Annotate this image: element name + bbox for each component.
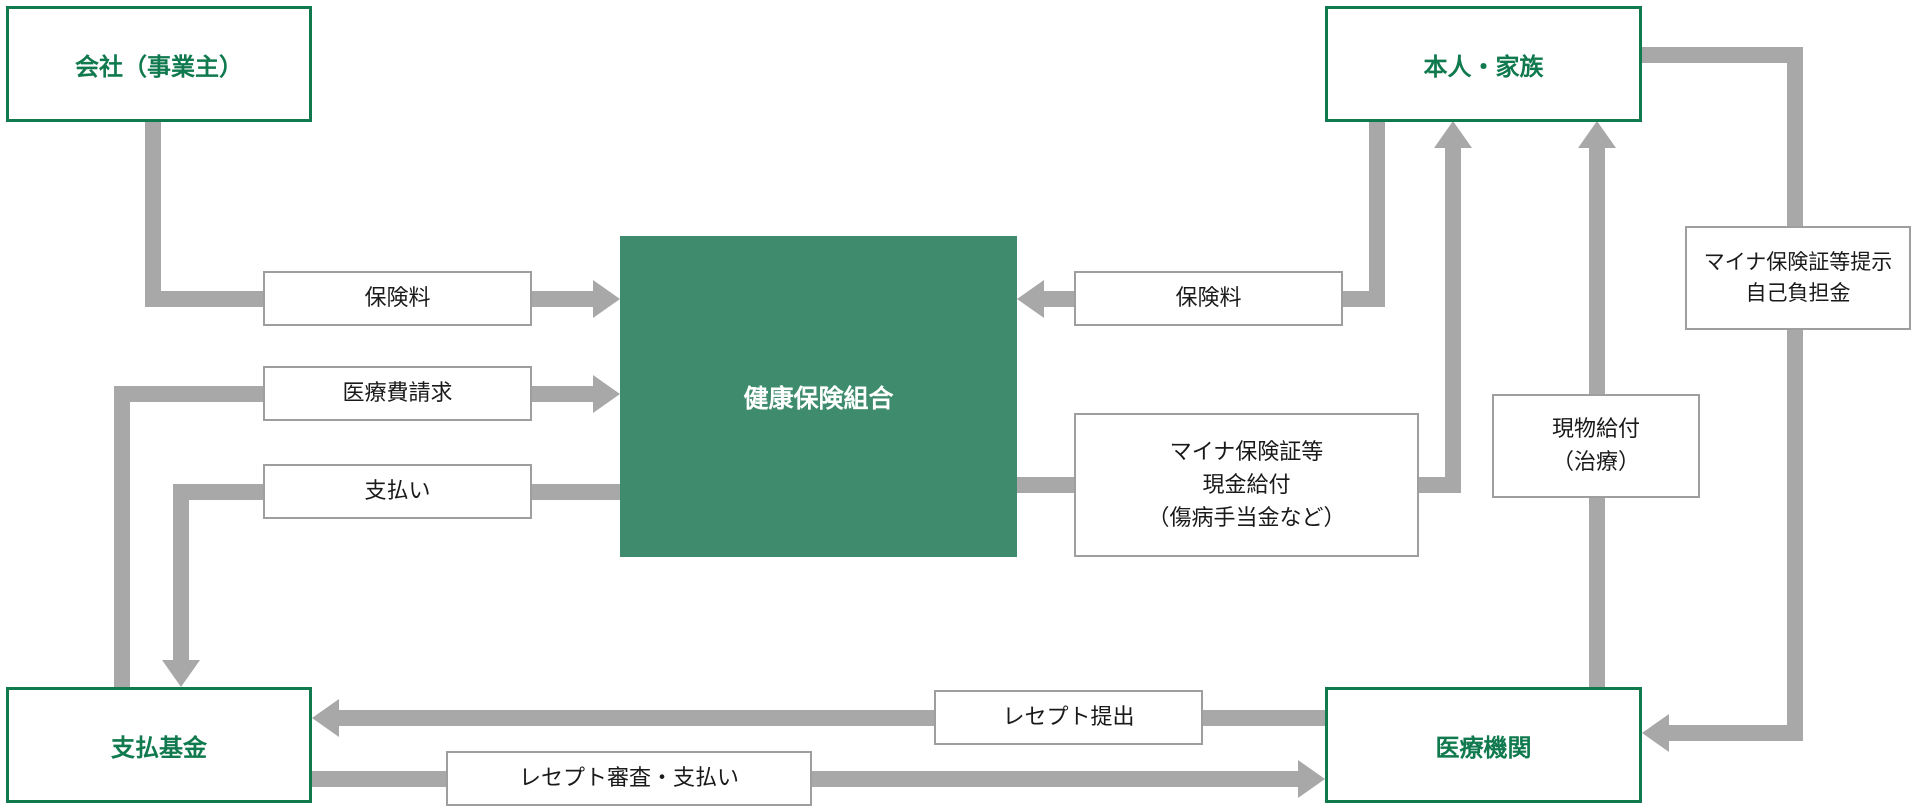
node-hospital: 医療機関 <box>1325 687 1642 803</box>
node-kenpo-label: 健康保険組合 <box>743 383 894 413</box>
flow-label-receipt-review: レセプト審査・支払い <box>446 751 812 806</box>
flow-label-text: レセプト審査・支払い <box>518 766 739 791</box>
flow-label-medical-claim: 医療費請求 <box>263 366 532 421</box>
arrow-premium-company-arrowhead <box>593 280 620 318</box>
flow-label-premium-company: 保険料 <box>263 271 532 326</box>
flow-label-text: レセプト提出 <box>1002 705 1135 730</box>
node-company: 会社（事業主） <box>6 6 312 122</box>
arrow-payment-arrowhead <box>162 660 200 687</box>
node-company-label: 会社（事業主） <box>75 52 243 81</box>
flow-label-benefit-in-kind: 現物給付 （治療） <box>1492 394 1700 498</box>
arrow-medical-claim-vertical <box>114 386 130 687</box>
flow-label-myna-copay: マイナ保険証等提示 自己負担金 <box>1685 226 1911 330</box>
flow-label-text: マイナ保険証等 <box>1169 439 1324 465</box>
flow-label-text: 保険料 <box>1175 286 1242 311</box>
node-kenpo: 健康保険組合 <box>620 236 1017 557</box>
flow-label-payment: 支払い <box>263 464 532 519</box>
arrow-myna-copay-horizontal-top <box>1642 47 1803 63</box>
arrow-payment-vertical <box>173 484 189 661</box>
flow-label-text: （治療） <box>1551 450 1640 475</box>
flow-label-text: 支払い <box>364 479 431 504</box>
arrow-myna-cash-vertical <box>1445 148 1461 493</box>
node-member: 本人・家族 <box>1325 6 1642 122</box>
flow-label-text: 医療費請求 <box>342 381 453 406</box>
arrow-myna-cash-arrowhead <box>1434 121 1472 148</box>
arrow-receipt-review-arrowhead <box>1298 760 1325 798</box>
arrow-premium-member-arrowhead <box>1017 280 1044 318</box>
arrow-receipt-submit-arrowhead <box>312 699 339 737</box>
node-hospital-label: 医療機関 <box>1435 733 1532 762</box>
arrow-myna-copay-arrowhead <box>1642 714 1669 752</box>
flow-label-premium-member: 保険料 <box>1074 271 1343 326</box>
flow-label-receipt-submit: レセプト提出 <box>934 690 1203 745</box>
arrow-medical-claim-arrowhead <box>593 375 620 413</box>
node-fund: 支払基金 <box>6 687 312 803</box>
flow-label-text: 保険料 <box>364 286 431 311</box>
flow-label-text: 自己負担金 <box>1745 281 1851 305</box>
flow-label-text: （傷病手当金など） <box>1147 505 1346 531</box>
arrow-premium-member-vertical <box>1369 122 1385 307</box>
flow-label-myna-cash: マイナ保険証等 現金給付 （傷病手当金など） <box>1074 413 1419 557</box>
node-fund-label: 支払基金 <box>111 733 207 762</box>
arrow-myna-copay-horizontal-bottom <box>1669 725 1803 741</box>
flow-label-text: 現金給付 <box>1202 472 1291 498</box>
arrow-myna-copay-vertical <box>1787 47 1803 741</box>
flow-label-text: 現物給付 <box>1551 417 1640 442</box>
node-member-label: 本人・家族 <box>1423 52 1544 81</box>
flow-label-text: マイナ保険証等提示 <box>1703 249 1893 274</box>
arrow-premium-company-vertical <box>145 122 161 307</box>
arrow-benefit-arrowhead <box>1578 121 1616 148</box>
